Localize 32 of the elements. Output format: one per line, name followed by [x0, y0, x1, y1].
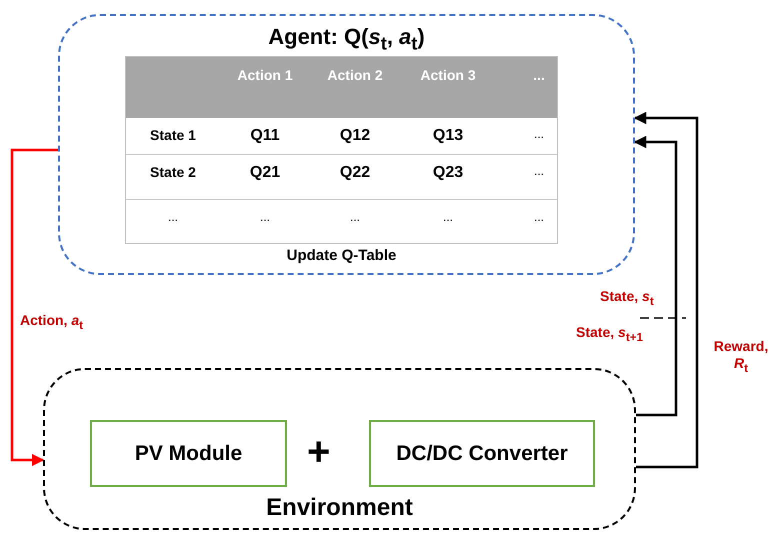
agent-container [58, 14, 635, 275]
row-header: State 2 [150, 164, 196, 180]
environment-container [43, 368, 636, 530]
q-value: Q23 [432, 164, 464, 182]
ellipsis: ... [534, 164, 544, 178]
process-box [90, 420, 287, 487]
ellipsis: ... [443, 210, 453, 224]
ellipsis: ... [350, 210, 360, 224]
plus-sign: + [307, 432, 330, 472]
q-value: Q13 [432, 127, 464, 145]
row-header: State 1 [150, 127, 196, 143]
process-box [369, 420, 595, 487]
ellipsis: ... [168, 210, 178, 224]
q-value: Q11 [250, 127, 280, 145]
converter-label: DC/DC Converter [396, 442, 568, 465]
table-caption: Update Q-Table [286, 247, 396, 264]
arrow [10, 148, 58, 466]
column-header: Action 1 [237, 67, 293, 83]
column-header: Action 3 [420, 67, 476, 83]
ellipsis: ... [260, 210, 270, 224]
column-header: Action 2 [327, 67, 383, 83]
column-header: ... [533, 67, 545, 83]
q-value: Q12 [340, 127, 370, 145]
environment-title: Environment [266, 494, 413, 521]
arrow [634, 112, 698, 468]
ellipsis: ... [534, 210, 544, 224]
ellipsis: ... [534, 127, 544, 141]
agent-title: Agent: Q(s$_{t}$, a$_{t}$) [268, 24, 425, 49]
arrow [634, 136, 678, 416]
module-label: PV Module [134, 442, 242, 465]
q-value: Q22 [340, 164, 370, 182]
q-value: Q21 [250, 164, 280, 182]
